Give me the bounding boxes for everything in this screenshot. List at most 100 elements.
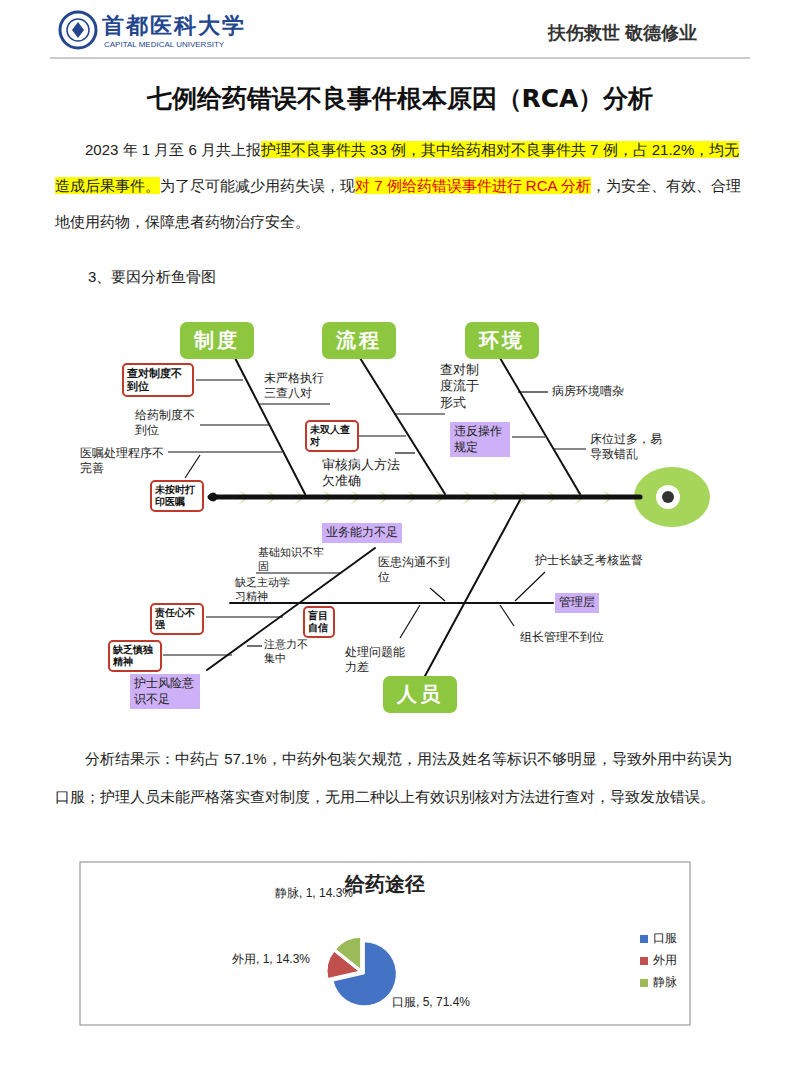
- slice-label: 外用, 1, 14.3%: [232, 952, 310, 967]
- node-text: 环境: [479, 327, 525, 354]
- key-cause-box: 业务能力不足: [322, 523, 402, 543]
- branch-line: [553, 448, 586, 449]
- branch-line: [394, 413, 445, 414]
- legend-swatch: [640, 979, 648, 987]
- section-heading: 3、要因分析鱼骨图: [88, 268, 216, 287]
- page-title: 七例给药错误不良事件根本原因（RCA）分析: [0, 82, 800, 115]
- branch-line: [185, 455, 200, 478]
- header-rule: [50, 58, 750, 59]
- cause-text: 给药制度不到位: [135, 408, 197, 438]
- university-name-en: CAPITAL MEDICAL UNIVERSITY: [104, 40, 224, 50]
- university-name: 首都医科大学: [102, 12, 246, 40]
- branch-line: [168, 451, 282, 452]
- node-text: 未按时打印医嘱: [155, 484, 199, 508]
- node-text: 护士风险意识不足: [134, 676, 196, 707]
- cause-box: 缺乏慎独精神: [108, 640, 162, 672]
- analysis-text: 分析结果示：中药占 57.1%，中药外包装欠规范，用法及姓名等标识不够明显，导致…: [55, 740, 745, 816]
- node-text: 人员: [397, 681, 443, 708]
- branch-line: [515, 572, 545, 601]
- category-box: 流程: [322, 322, 396, 359]
- legend-row: 静脉: [640, 974, 677, 990]
- node-text: 缺乏慎独精神: [113, 644, 157, 668]
- cause-box: 责任心不强: [150, 603, 204, 635]
- legend-swatch: [640, 957, 648, 965]
- legend-text: 静脉: [653, 975, 677, 989]
- branch-line: [395, 452, 415, 453]
- cause-text: 医嘱处理程序不完善: [80, 446, 166, 476]
- cause-text: 审核病人方法欠准确: [322, 457, 402, 490]
- branch-line: [200, 424, 270, 425]
- branch-line: [500, 605, 514, 626]
- cause-text: 基础知识不牢固: [258, 546, 326, 574]
- pie-slice: [336, 937, 361, 969]
- fish-bone: [210, 495, 640, 500]
- legend-text: 外用: [653, 953, 677, 967]
- header-logo: [67, 19, 89, 41]
- cause-box: 盲目自信: [303, 606, 335, 638]
- cause-text: 病房环境嘈杂: [552, 384, 624, 399]
- fish-head: [634, 467, 710, 527]
- node-text: 流程: [336, 327, 382, 354]
- branch-line: [400, 605, 420, 638]
- branch-line: [163, 654, 232, 655]
- cause-box: 未按时打印医嘱: [150, 480, 204, 512]
- node-text: 管理层: [559, 595, 595, 611]
- legend-swatch: [640, 935, 648, 943]
- category-box: 环境: [465, 322, 539, 359]
- cause-text: 护士长缺乏考核监督: [535, 553, 643, 568]
- motto: 扶伤救世 敬德修业: [548, 22, 697, 45]
- node-text: 责任心不强: [155, 607, 199, 631]
- chart-title: 给药途径: [80, 872, 690, 897]
- slice-label: 静脉, 1, 14.3%: [275, 886, 353, 901]
- branch-line: [518, 391, 548, 392]
- cause-text: 医患沟通不到位: [378, 555, 452, 585]
- node-text: 违反操作规定: [454, 424, 506, 455]
- chart-frame: [80, 862, 690, 1025]
- legend-text: 口服: [653, 931, 677, 945]
- node-text: 查对制度不到位: [127, 367, 189, 393]
- highlight-text: 对 7 例给药错误事件进行 RCA 分析: [355, 177, 591, 194]
- branch-line: [260, 403, 330, 404]
- fish-bone: [360, 358, 445, 494]
- branch-line: [196, 379, 243, 380]
- branch-line: [247, 645, 262, 646]
- legend-row: 外用: [640, 952, 677, 968]
- branch-line: [359, 435, 406, 436]
- paragraph-text: 2023 年 1 月至 6 月共上报: [85, 141, 261, 158]
- key-cause-box: 违反操作规定: [450, 422, 510, 457]
- cause-text: 查对制度流于形式: [440, 362, 482, 411]
- fish-bone: [425, 500, 520, 676]
- category-box: 制度: [180, 322, 254, 359]
- header-logo: [72, 22, 84, 38]
- slice-label: 口服, 5, 71.4%: [392, 995, 470, 1010]
- cause-text: 未严格执行三查八对: [264, 371, 326, 401]
- cause-text: 床位过多，易导致错乱: [590, 432, 664, 462]
- paragraph-text: 为了尽可能减少用药失误，现: [160, 177, 355, 194]
- node-text: 未双人查对: [310, 424, 354, 448]
- branch-line: [206, 616, 283, 617]
- key-cause-box: 护士风险意识不足: [130, 674, 200, 709]
- cause-box: 未双人查对: [305, 420, 359, 452]
- header-logo: [60, 12, 96, 48]
- fish-bone: [230, 602, 553, 604]
- node-text: 制度: [194, 327, 240, 354]
- header-logo: [60, 12, 96, 48]
- pie-chart: [327, 937, 396, 1006]
- cause-text: 注意力不集中: [264, 638, 310, 666]
- branch-line: [256, 572, 341, 573]
- fish-bone: [209, 493, 217, 501]
- fish-bone: [500, 358, 580, 494]
- key-cause-box: 管理层: [555, 593, 599, 613]
- cause-text: 处理问题能力差: [345, 645, 407, 675]
- paragraph: 2023 年 1 月至 6 月共上报护理不良事件共 33 例，其中给药相对不良事…: [55, 132, 745, 240]
- node-text: 业务能力不足: [326, 525, 398, 541]
- branch-line: [512, 436, 545, 437]
- branch-line: [163, 380, 586, 655]
- fish-head: [656, 485, 680, 509]
- cause-box: 查对制度不到位: [122, 363, 194, 397]
- cause-text: 缺乏主动学习精神: [235, 576, 292, 604]
- fish-head: [634, 467, 710, 527]
- fish-bone: [207, 358, 640, 676]
- legend-row: 口服: [640, 930, 677, 946]
